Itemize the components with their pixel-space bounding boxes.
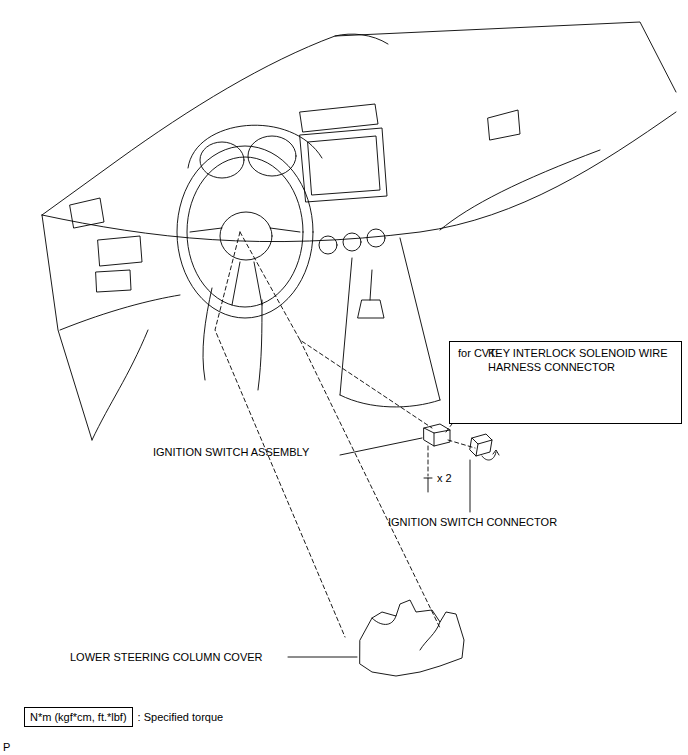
part-name: IGNITION SWITCH ASSEMBLY [153, 446, 309, 459]
air-vents [70, 104, 520, 228]
leader-lines [288, 438, 470, 657]
hvac-knobs [319, 229, 385, 254]
figure-code: P [3, 741, 10, 754]
legend-text: : Specified torque [138, 711, 224, 724]
part-name: LOWER STEERING COLUMN COVER [70, 651, 263, 664]
callout-box: for CVT:KEY INTERLOCK SOLENOID WIRE HARN… [449, 341, 682, 424]
center-screen [300, 128, 387, 202]
dashed-guide-lines [215, 232, 475, 637]
torque-legend-box: N*m (kgf*cm, ft.*lbf) [24, 707, 133, 727]
screw [424, 478, 432, 492]
shift-lever [358, 270, 384, 318]
part-name: IGNITION SWITCH CONNECTOR [388, 516, 557, 529]
torque-unit: N*m (kgf*cm, ft.*lbf) [30, 710, 127, 724]
ignition-switch [424, 424, 450, 446]
quantity: x 2 [437, 472, 452, 485]
part-name: KEY INTERLOCK SOLENOID WIRE HARNESS CONN… [488, 346, 668, 374]
switch-panel [96, 236, 142, 292]
ignition-switch-connector [470, 434, 499, 460]
steering-wheel [177, 146, 313, 390]
lower-column-cover [360, 600, 464, 676]
